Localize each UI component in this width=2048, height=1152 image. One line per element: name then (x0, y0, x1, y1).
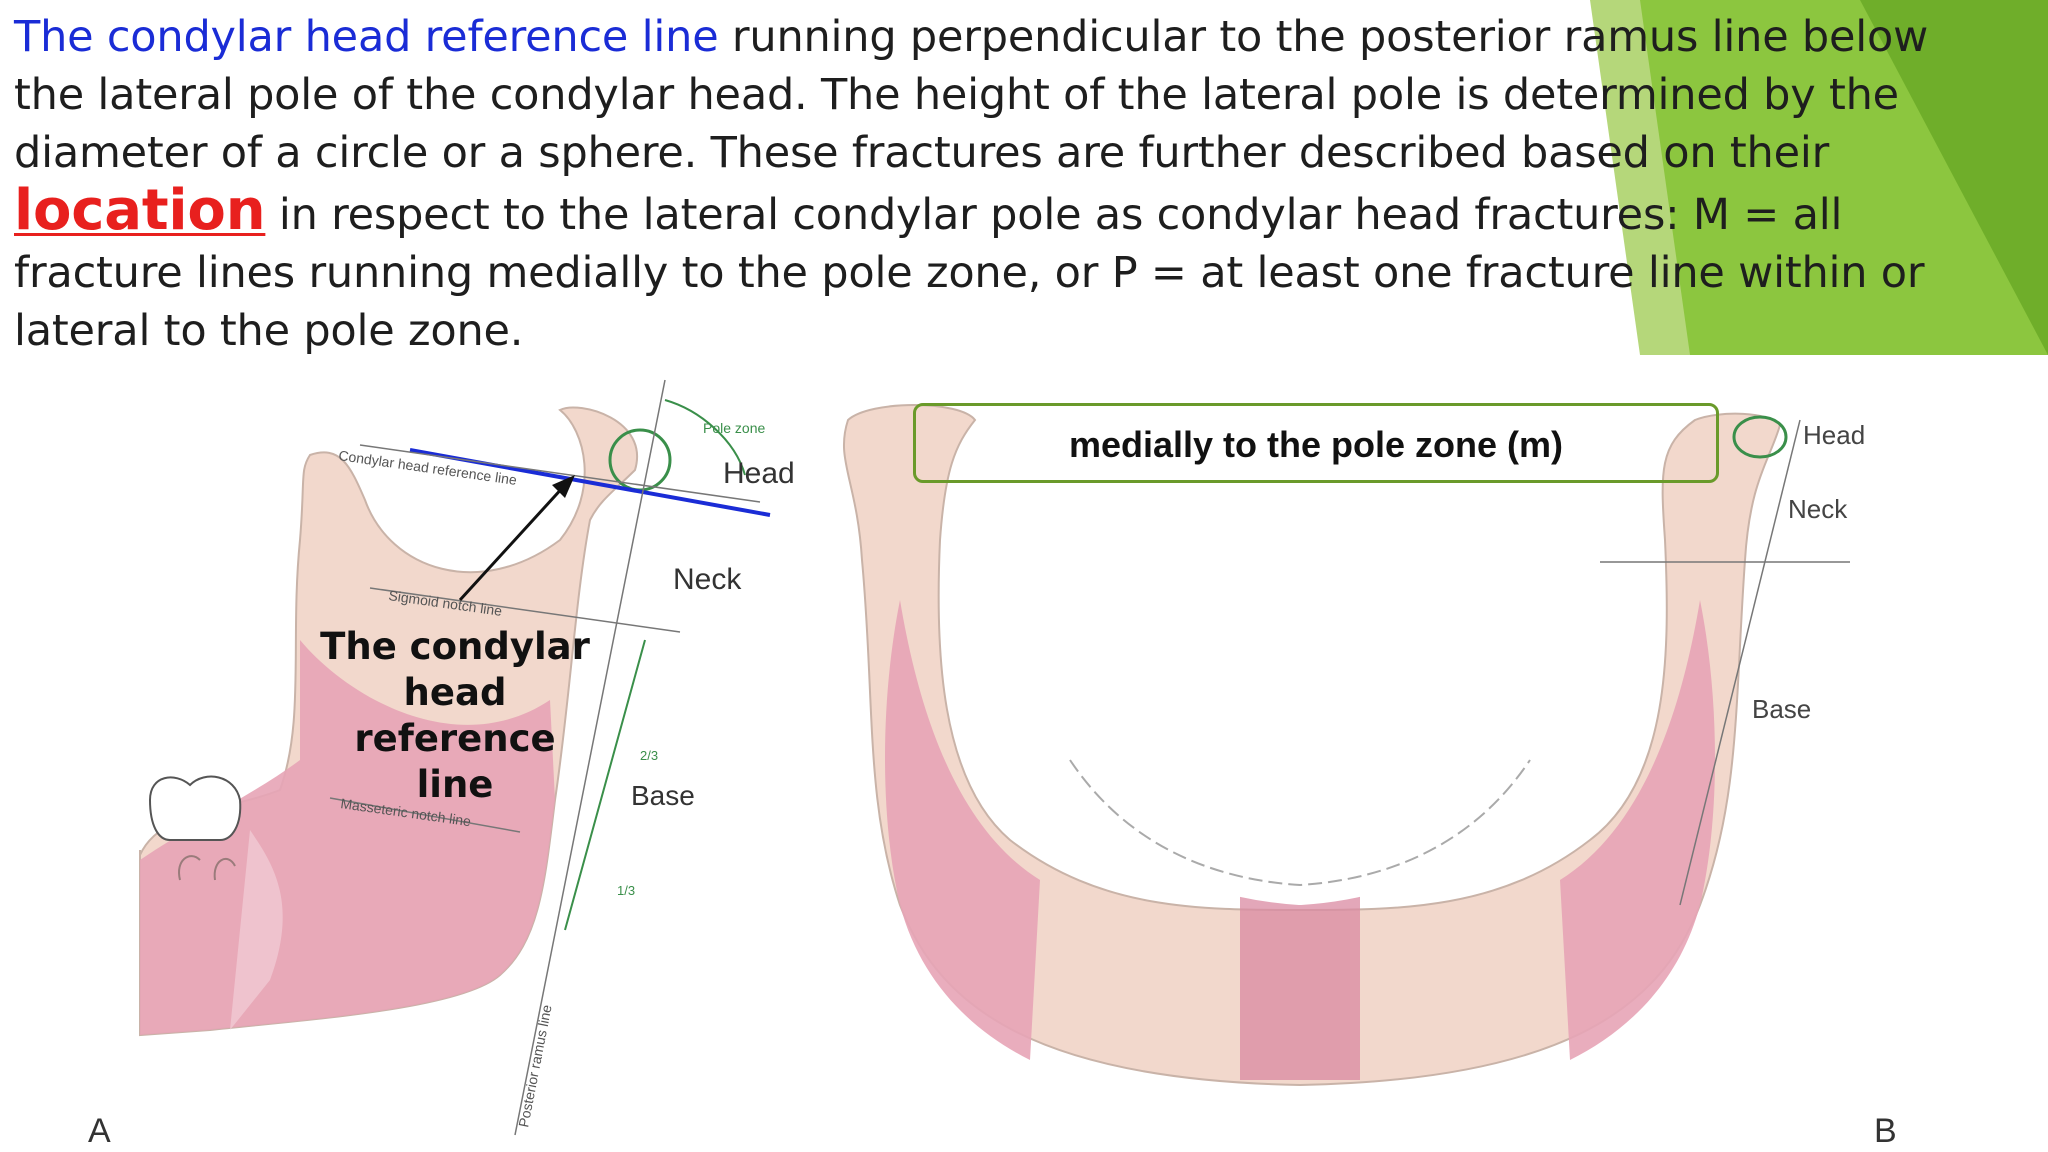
posterior-ramus-line-label: Posterior ramus line (515, 1003, 555, 1128)
base-label-b: Base (1752, 694, 1811, 724)
neck-label-b: Neck (1788, 494, 1848, 524)
head-label-b: Head (1803, 420, 1865, 450)
body-paragraph: The condylar head reference line running… (14, 8, 2004, 360)
figure-a-letter: A (88, 1112, 111, 1151)
location-emphasis: location (14, 178, 265, 243)
one-third-label: 1/3 (617, 883, 635, 898)
figure-b-letter: B (1874, 1112, 1897, 1151)
condylar-head-reference-callout: The condylar head reference line (270, 624, 640, 808)
neck-label-a: Neck (673, 563, 742, 596)
pole-zone-box-text: medially to the pole zone (m) (916, 424, 1716, 466)
pole-zone-box: medially to the pole zone (m) (913, 403, 1719, 483)
callout-line-2: reference (270, 716, 640, 762)
figure-b-mandible: Head Neck Base (844, 405, 1865, 1085)
callout-line-1: The condylar head (270, 624, 640, 716)
base-label-a: Base (631, 780, 695, 811)
pole-zone-label: Pole zone (703, 420, 765, 436)
paragraph-text-2: in respect to the lateral condylar pole … (14, 190, 1924, 356)
highlight-term: The condylar head reference line (14, 12, 718, 62)
head-label-a: Head (723, 457, 795, 490)
two-thirds-label: 2/3 (640, 748, 658, 763)
callout-line-3: line (270, 762, 640, 808)
